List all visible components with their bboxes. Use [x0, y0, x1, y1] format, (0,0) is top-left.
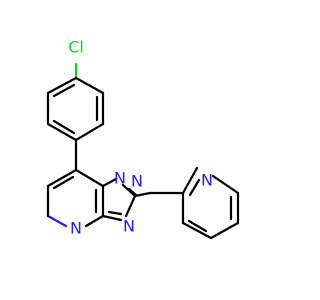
ring-bond: [181, 221, 213, 240]
pyridine-ring: [181, 166, 240, 240]
ring-double-bond: [127, 187, 138, 197]
triazole-nitrogen-top-right-label: N: [131, 172, 143, 191]
ring-bond: [84, 214, 105, 228]
molecule-structure: Cl N N N N N: [46, 38, 240, 240]
ring-double-bond: [52, 83, 76, 98]
pyridine-nitrogen-label: N: [201, 171, 213, 190]
ring-bond: [211, 174, 240, 195]
chlorine-atom-label: Cl: [68, 38, 84, 57]
ring-bond: [181, 166, 199, 195]
pyrimidine-ring: [46, 168, 105, 228]
ring-double-bond: [187, 219, 208, 233]
ring-bond: [46, 168, 78, 188]
ring-bond: [209, 221, 240, 240]
triazole-nitrogen-bottom-label: N: [123, 217, 135, 236]
molecule-canvas: Cl N N N N N: [46, 37, 240, 240]
ring-double-bond: [52, 175, 75, 190]
triazole-ring: [101, 177, 152, 222]
ring-double-bond: [107, 210, 123, 216]
ring-bond: [133, 191, 152, 198]
ring-bond: [101, 177, 118, 188]
chlorophenyl-ring: [46, 62, 105, 142]
ring-bond: [124, 194, 137, 218]
ring-bond: [46, 214, 68, 228]
ring-bond: [74, 122, 105, 142]
ring-bond: [46, 122, 78, 142]
ring-bond: [46, 76, 78, 95]
ring-double-bond: [52, 119, 76, 135]
triazole-nitrogen-top-left-label: N: [114, 169, 126, 188]
ring-bond: [101, 214, 123, 222]
ring-bond: [121, 183, 137, 198]
ring-bond: [74, 168, 105, 188]
ring-bond: [74, 76, 105, 95]
ring-double-bond: [188, 178, 201, 197]
pyrimidine-nitrogen-label: N: [70, 219, 82, 238]
